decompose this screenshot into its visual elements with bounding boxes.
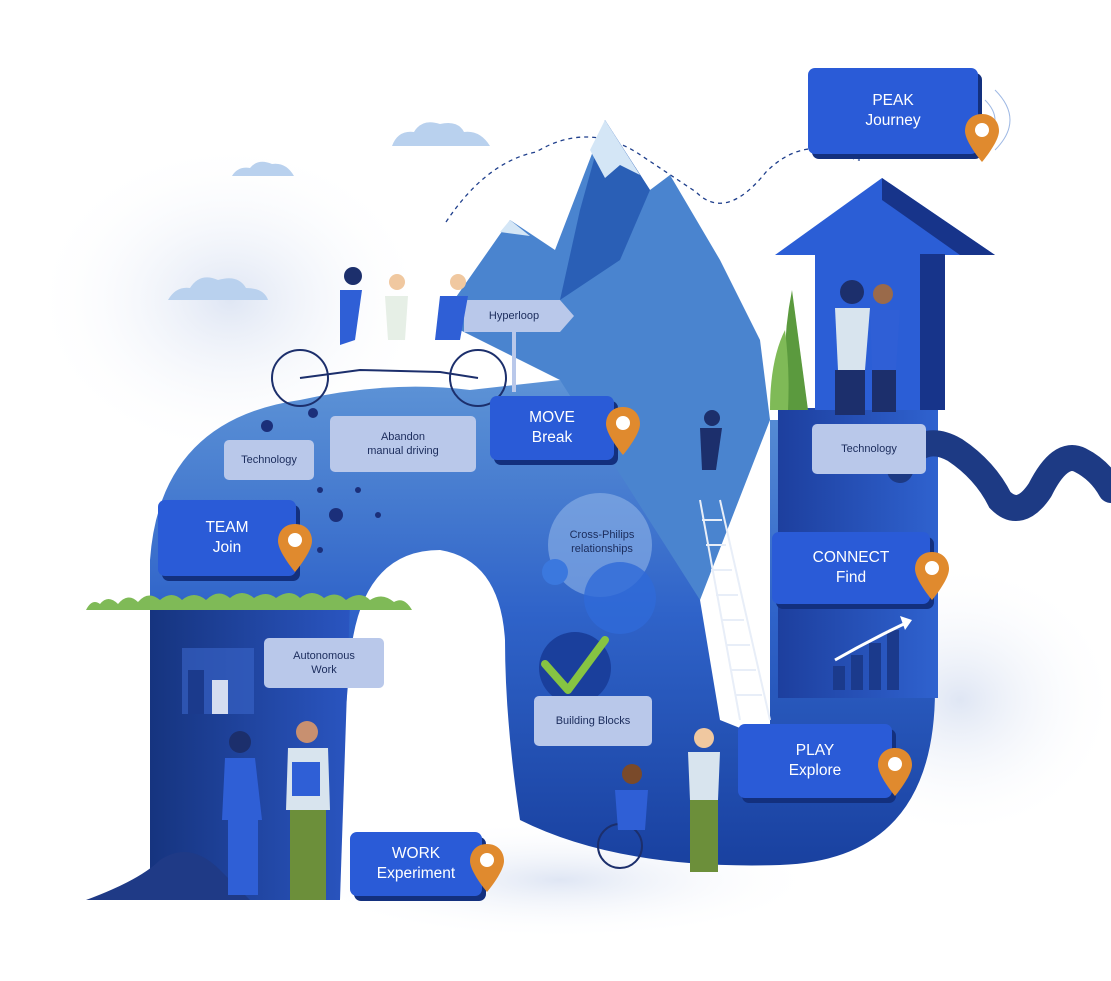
house-roof-side xyxy=(882,178,995,255)
technology-tag-left: Technology xyxy=(224,440,314,480)
location-pin-icon[interactable] xyxy=(876,746,914,798)
stage-title: CONNECT xyxy=(812,549,890,566)
person-figures xyxy=(222,267,900,900)
stage-subtitle: Journey xyxy=(865,112,921,129)
mountain-snow xyxy=(500,220,530,236)
location-pin-icon[interactable] xyxy=(913,550,951,602)
stage-title: PEAK xyxy=(872,92,914,109)
stage-card-connect[interactable]: CONNECT Find xyxy=(772,532,930,604)
stage-card-team[interactable]: TEAM Join xyxy=(158,500,296,576)
technology-tag-right: Technology xyxy=(812,424,926,474)
grass-ledge xyxy=(86,593,412,610)
stage-card-peak[interactable]: PEAK Journey xyxy=(808,68,978,154)
stage-title: PLAY xyxy=(795,742,835,759)
mountain-snow xyxy=(590,120,640,178)
ladder xyxy=(699,499,771,721)
relationship-bubble xyxy=(542,559,568,585)
abandon-driving-tag: Abandon manual driving xyxy=(330,416,476,472)
plant xyxy=(784,290,808,410)
stage-card-work[interactable]: WORK Experiment xyxy=(350,832,482,896)
location-pin-icon[interactable] xyxy=(604,405,642,457)
cloud-icon xyxy=(168,122,490,300)
dashed-path xyxy=(445,136,860,223)
signpost-pole xyxy=(512,332,516,392)
stage-card-play[interactable]: PLAY Explore xyxy=(738,724,892,798)
stage-subtitle: Join xyxy=(212,539,242,556)
stage-title: MOVE xyxy=(529,409,575,426)
relationship-bubble xyxy=(584,562,656,634)
network-graph xyxy=(261,408,381,553)
location-pin-icon[interactable] xyxy=(963,112,1001,164)
stage-subtitle: Experiment xyxy=(376,865,456,882)
stage-title: TEAM xyxy=(205,519,249,536)
growth-bars-icon xyxy=(833,630,899,690)
mountain xyxy=(440,120,770,600)
stage-card-move[interactable]: MOVE Break xyxy=(490,396,614,460)
hyperloop-label: Hyperloop xyxy=(488,310,540,322)
growth-arrow-icon xyxy=(834,620,909,662)
stage-subtitle: Break xyxy=(531,429,573,446)
hyperloop-signpost xyxy=(464,300,574,332)
cross-philips-label: Cross-Philips relationships xyxy=(569,529,635,555)
stage-subtitle: Explore xyxy=(788,762,842,779)
stage-title: WORK xyxy=(391,845,441,862)
checkmark-icon xyxy=(541,636,609,694)
wave-ribbon xyxy=(887,430,1111,521)
location-pin-icon[interactable] xyxy=(468,842,506,894)
hill xyxy=(86,852,250,900)
house-body-side xyxy=(920,254,945,410)
building-blocks-tag: Building Blocks xyxy=(534,696,652,746)
stage-subtitle: Find xyxy=(835,569,867,586)
autonomous-work-tag: Autonomous Work xyxy=(264,638,384,688)
location-pin-icon[interactable] xyxy=(276,522,314,574)
